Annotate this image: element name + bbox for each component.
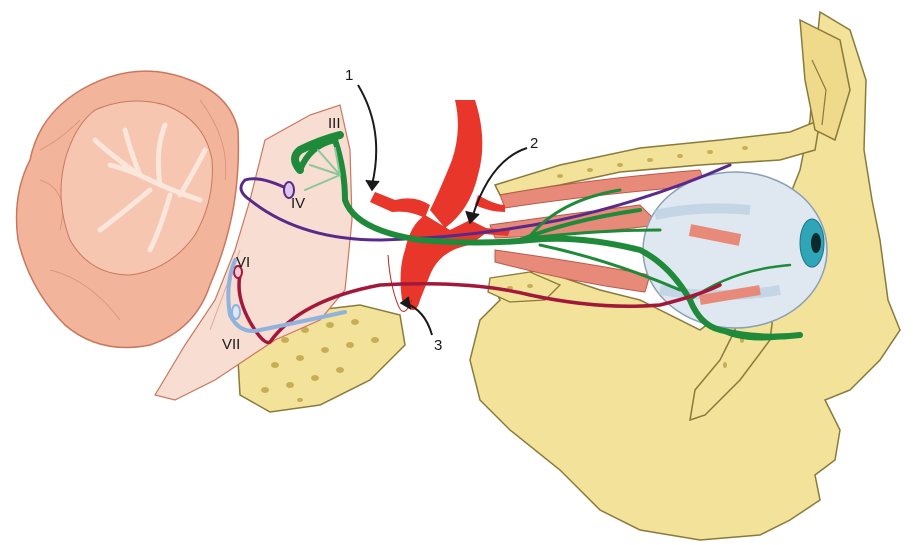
cerebellum [17, 71, 239, 347]
internal-carotid-artery [370, 100, 510, 311]
pupil [811, 233, 821, 253]
nerve-label-iv: IV [291, 195, 305, 212]
callout-arrow-1 [358, 85, 376, 185]
nerve-label-vii: VII [222, 336, 240, 353]
nerve-label-iii: III [328, 115, 341, 132]
nerve-label-vi: VI [236, 254, 250, 271]
eyeball [643, 172, 827, 328]
callout-label-2: 2 [530, 135, 538, 152]
nerve-vii-root [232, 305, 240, 319]
callout-label-1: 1 [345, 67, 353, 84]
callout-label-3: 3 [434, 337, 442, 354]
